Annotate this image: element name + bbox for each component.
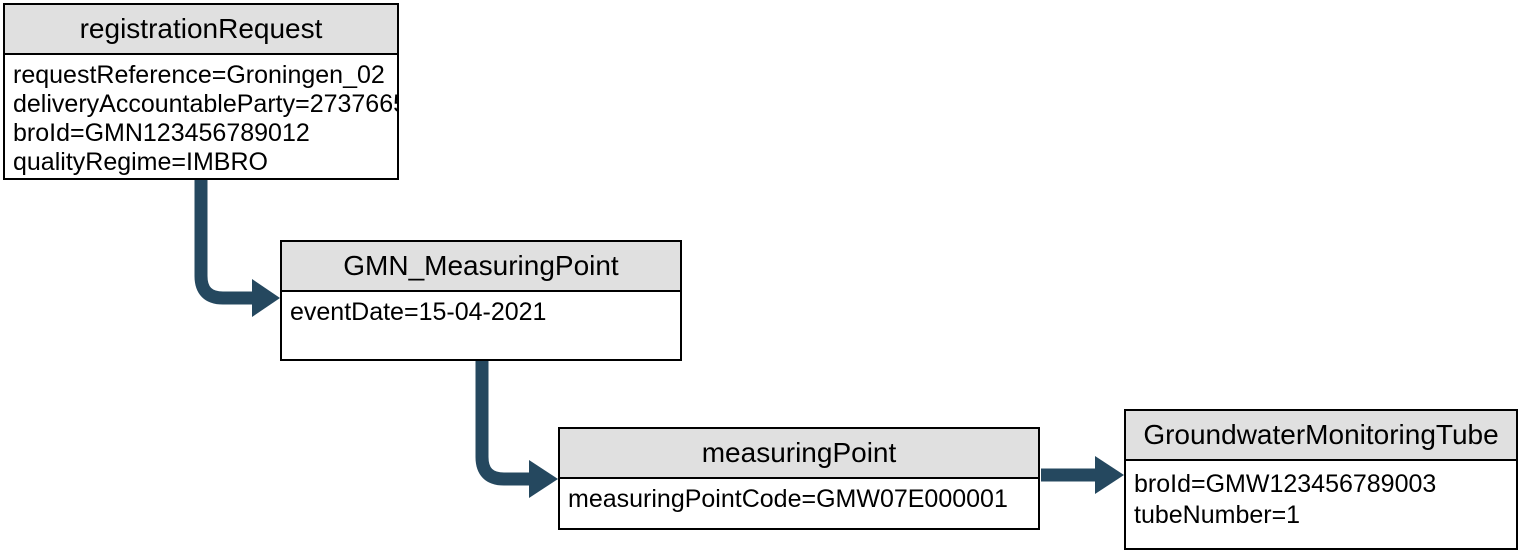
- attribute-line: deliveryAccountableParty=27376655: [13, 90, 397, 118]
- node-measuring-point-body: measuringPointCode=GMW07E000001: [560, 479, 1038, 520]
- node-gmn-measuring-point: GMN_MeasuringPoint eventDate=15-04-2021: [280, 240, 682, 361]
- arrow-measuringpoint-to-groundwatermonitoringtube: [1041, 456, 1124, 494]
- arrow-registrationrequest-to-gmn-measuringpoint: [194, 180, 280, 317]
- attribute-line: broId=GMN123456789012: [13, 119, 310, 147]
- node-registration-request-body: requestReference=Groningen_02 deliveryAc…: [5, 55, 397, 183]
- attribute-line: qualityRegime=IMBRO: [13, 148, 268, 176]
- attribute-line: eventDate=15-04-2021: [290, 298, 547, 326]
- node-title: GroundwaterMonitoringTube: [1143, 419, 1499, 450]
- node-gmn-measuring-point-body: eventDate=15-04-2021: [282, 292, 680, 333]
- node-measuring-point-header: measuringPoint: [560, 429, 1038, 479]
- attribute-line: measuringPointCode=GMW07E000001: [568, 485, 1008, 513]
- node-groundwater-monitoring-tube-body: broId=GMW123456789003 tubeNumber=1: [1126, 461, 1516, 537]
- node-measuring-point: measuringPoint measuringPointCode=GMW07E…: [558, 427, 1040, 530]
- attribute-line: broId=GMW123456789003: [1134, 470, 1437, 498]
- node-title: registrationRequest: [79, 13, 323, 44]
- node-groundwater-monitoring-tube-header: GroundwaterMonitoringTube: [1126, 411, 1516, 461]
- node-registration-request: registrationRequest requestReference=Gro…: [3, 3, 399, 180]
- arrow-gmn-measuringpoint-to-measuringpoint: [475, 361, 558, 498]
- attribute-line: requestReference=Groningen_02: [13, 61, 385, 89]
- node-title: GMN_MeasuringPoint: [343, 250, 619, 281]
- node-registration-request-header: registrationRequest: [5, 5, 397, 55]
- node-gmn-measuring-point-header: GMN_MeasuringPoint: [282, 242, 680, 292]
- attribute-line: tubeNumber=1: [1134, 501, 1301, 529]
- node-groundwater-monitoring-tube: GroundwaterMonitoringTube broId=GMW12345…: [1124, 409, 1518, 550]
- node-title: measuringPoint: [701, 437, 897, 468]
